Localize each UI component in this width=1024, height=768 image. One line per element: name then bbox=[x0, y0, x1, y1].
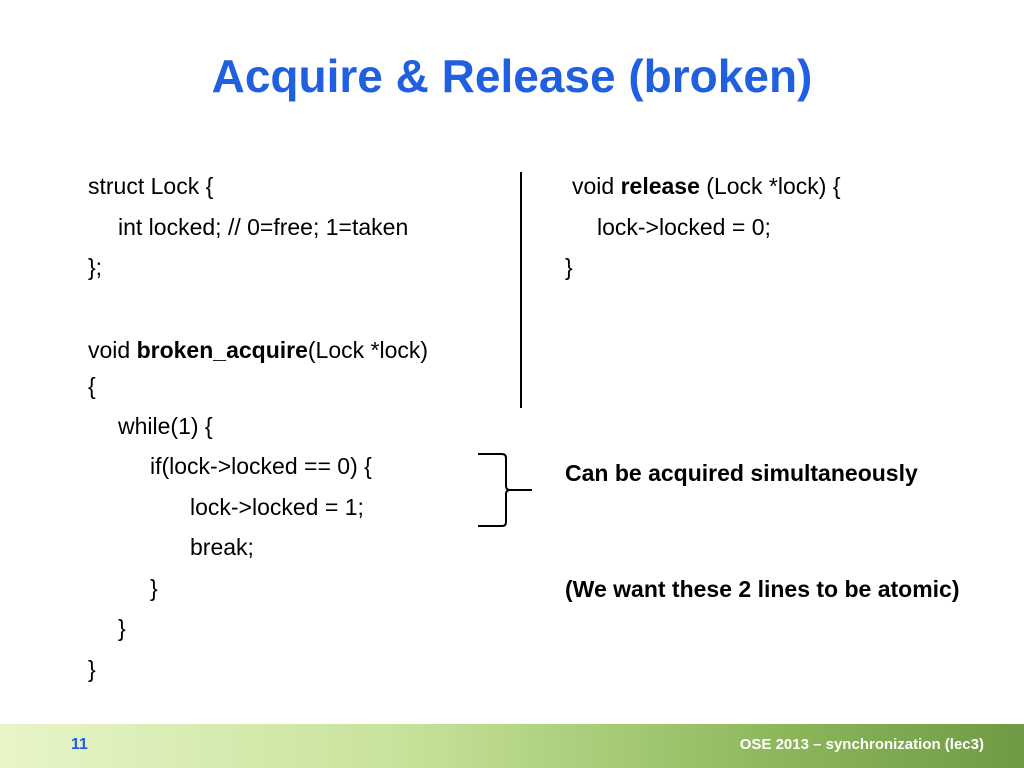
code-line: lock->locked = 1; bbox=[190, 494, 364, 520]
note-simultaneous: Can be acquired simultaneously bbox=[565, 460, 918, 486]
code-line: }; bbox=[88, 254, 103, 280]
code-line: lock->locked = 0; bbox=[597, 214, 771, 240]
code-line: } bbox=[88, 656, 96, 682]
code-line: } bbox=[118, 615, 126, 641]
footer-text: OSE 2013 – synchronization (lec3) bbox=[739, 736, 984, 753]
code-line: if(lock->locked == 0) { bbox=[150, 453, 372, 479]
footer-bar: 11 OSE 2013 – synchronization (lec3) bbox=[0, 724, 1024, 768]
curly-bracket-icon bbox=[478, 453, 532, 527]
code-line: while(1) { bbox=[118, 413, 213, 439]
page-number: 11 bbox=[71, 736, 88, 753]
function-name: release bbox=[620, 173, 700, 199]
code-line: void release (Lock *lock) { bbox=[572, 173, 841, 199]
code-line: struct Lock { bbox=[88, 173, 214, 199]
note-atomic: (We want these 2 lines to be atomic) bbox=[565, 576, 960, 602]
code-line: } bbox=[565, 254, 573, 280]
column-divider bbox=[520, 172, 522, 408]
function-name: broken_acquire bbox=[136, 337, 308, 363]
code-line: { bbox=[88, 373, 96, 399]
code-line: } bbox=[150, 575, 158, 601]
slide-title: Acquire & Release (broken) bbox=[211, 50, 813, 102]
code-line: int locked; // 0=free; 1=taken bbox=[118, 214, 409, 240]
code-line: void broken_acquire(Lock *lock) bbox=[88, 337, 429, 363]
code-line: break; bbox=[190, 534, 254, 560]
